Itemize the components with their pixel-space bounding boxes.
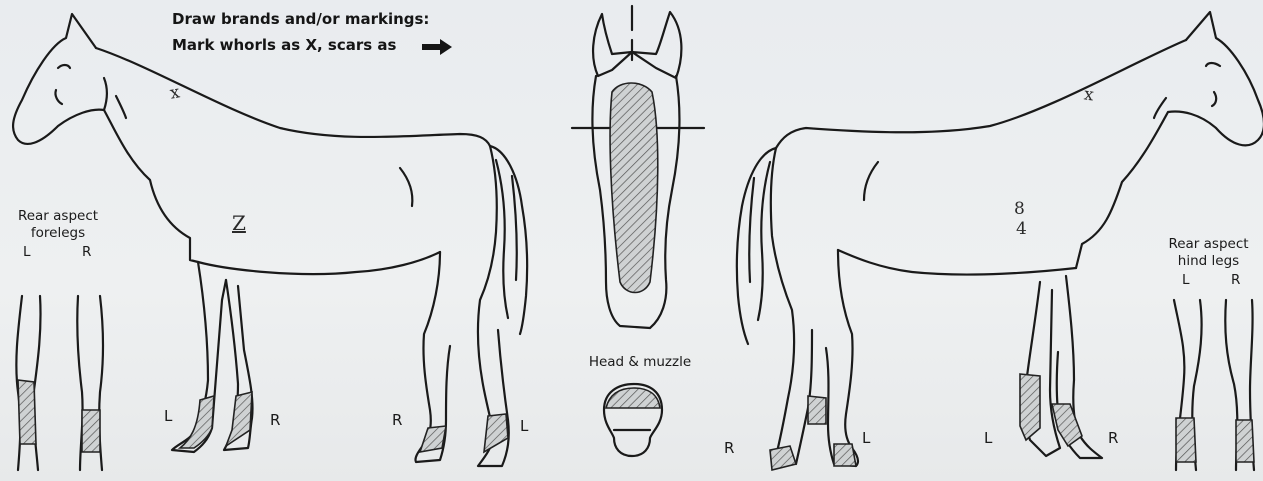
left-horse-hind-right-label: R	[392, 412, 402, 428]
hindlegs-left-label: L	[1182, 272, 1190, 288]
hindlegs-title-line-1: Rear aspect	[1154, 236, 1263, 252]
left-horse-fore-right-label: R	[270, 412, 280, 428]
instruction-line-1: Draw brands and/or markings:	[172, 10, 429, 28]
right-horse-leg-markings	[770, 374, 1082, 470]
hindlegs-title-line-2: hind legs	[1154, 253, 1263, 269]
rear-forelegs-drawing	[16, 296, 103, 470]
left-horse-hind-left-label: L	[520, 418, 528, 434]
instruction-line-2: Mark whorls as X, scars as	[172, 36, 396, 54]
right-number-top: 8	[1014, 200, 1025, 218]
forelegs-left-label: L	[23, 244, 31, 260]
left-horse-leg-markings	[180, 392, 508, 452]
scar-arrow-icon	[422, 39, 452, 55]
head-front-drawing	[572, 6, 704, 456]
head-muzzle-label: Head & muzzle	[572, 354, 708, 370]
left-shoulder-whorl-mark: Z	[232, 214, 246, 232]
right-horse-hind-left-label: L	[984, 430, 992, 446]
forelegs-title-line-1: Rear aspect	[0, 208, 116, 224]
forelegs-title-line-2: forelegs	[0, 225, 116, 241]
right-horse-fore-right-label: R	[1108, 430, 1118, 446]
right-number-bottom: 4	[1016, 220, 1027, 238]
right-horse-fore-left-label: L	[862, 430, 870, 446]
right-neck-whorl-mark: x	[1083, 85, 1095, 104]
left-horse-fore-left-label: L	[164, 408, 172, 424]
forelegs-right-label: R	[82, 244, 91, 260]
hindlegs-right-label: R	[1231, 272, 1240, 288]
rear-hindlegs-drawing	[1174, 300, 1254, 470]
right-horse-hind-right-label: R	[724, 440, 734, 456]
